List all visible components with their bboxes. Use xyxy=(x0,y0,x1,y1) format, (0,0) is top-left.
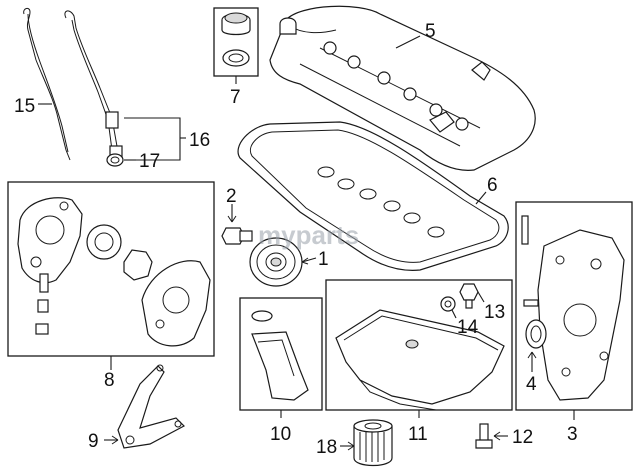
callout-9: 9 xyxy=(88,431,99,452)
crankshaft-pulley-part-1[interactable] xyxy=(249,237,317,287)
callout-17: 17 xyxy=(139,151,160,172)
timing-cover-part-3[interactable] xyxy=(515,201,633,420)
dipstick-part-15[interactable] xyxy=(23,7,71,161)
drain-washer-part-14[interactable] xyxy=(440,296,457,319)
callout-4: 4 xyxy=(526,374,537,395)
bolt-part-12[interactable] xyxy=(475,423,508,449)
oil-pan-part-11[interactable] xyxy=(325,279,513,418)
oil-strainer-part-10[interactable] xyxy=(239,297,323,418)
front-seal-part-4[interactable] xyxy=(527,351,537,372)
o-ring-part-17[interactable] xyxy=(106,153,136,167)
callout-8: 8 xyxy=(104,370,115,391)
dipstick-tube-part-16[interactable] xyxy=(64,10,186,161)
watermark-text: myparts xyxy=(258,220,359,250)
callout-18: 18 xyxy=(316,437,337,458)
callout-6: 6 xyxy=(487,175,498,196)
callout-16: 16 xyxy=(189,130,210,151)
bracket-part-9[interactable] xyxy=(104,364,185,449)
callout-7: 7 xyxy=(230,87,241,108)
oil-filter-part-18[interactable] xyxy=(340,419,393,467)
bolt-part-2[interactable] xyxy=(221,204,253,245)
callout-5: 5 xyxy=(425,21,436,42)
callout-10: 10 xyxy=(270,424,291,445)
callout-3: 3 xyxy=(567,424,578,445)
oil-pump-part-8[interactable] xyxy=(7,181,215,370)
callout-2: 2 xyxy=(226,186,237,207)
callout-14: 14 xyxy=(457,317,479,338)
callout-15: 15 xyxy=(14,96,35,117)
callout-12: 12 xyxy=(512,427,533,448)
callout-11: 11 xyxy=(408,424,428,445)
drain-plug-part-13[interactable] xyxy=(459,283,485,309)
callout-1: 1 xyxy=(318,249,329,270)
callout-13: 13 xyxy=(484,302,505,323)
oil-filler-cap-part-7[interactable] xyxy=(213,7,259,84)
valve-cover-part-5[interactable] xyxy=(269,5,536,171)
valve-cover-gasket-part-6[interactable] xyxy=(237,121,509,271)
